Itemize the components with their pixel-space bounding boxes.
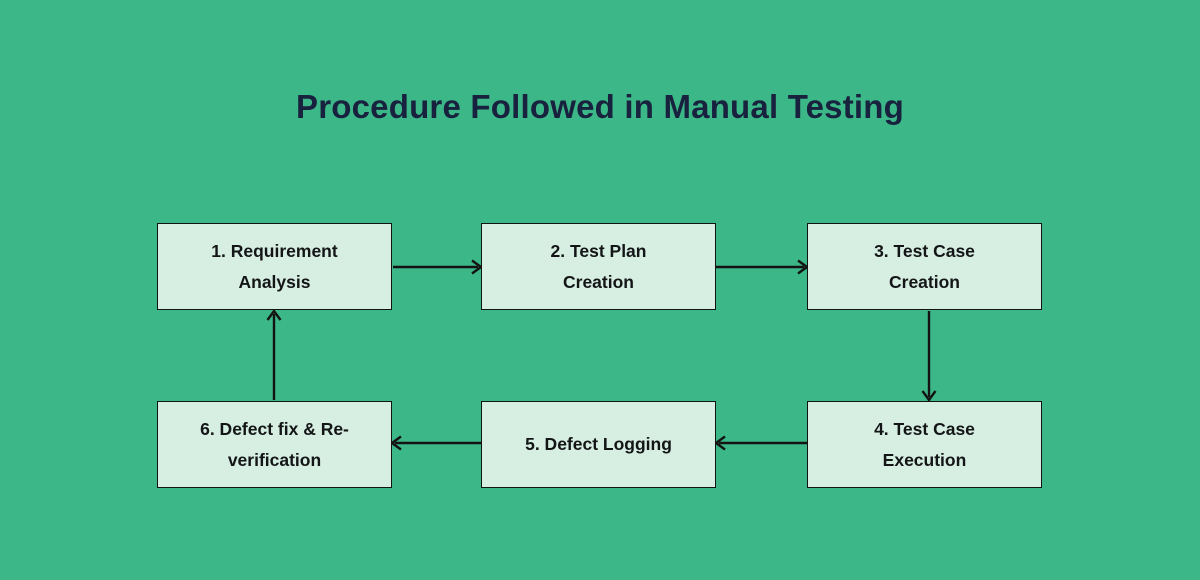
- step-label-line: Creation: [563, 271, 634, 292]
- step-box-test-case-execution: 4. Test Case Execution: [807, 401, 1042, 488]
- arrow-3-to-4: [921, 311, 937, 403]
- step-label-line: verification: [227, 449, 322, 470]
- step-label-line: 3. Test Case: [874, 240, 975, 261]
- step-label-line: 2. Test Plan: [550, 240, 647, 261]
- step-box-requirement-analysis: 1. Requirement Analysis: [157, 223, 392, 310]
- step-label-line: Creation: [889, 271, 960, 292]
- arrow-4-to-5: [713, 435, 807, 451]
- arrow-2-to-3: [716, 259, 810, 275]
- step-label-line: Analysis: [238, 271, 311, 292]
- step-label-line: 5. Defect Logging: [525, 434, 672, 454]
- arrow-6-to-1: [266, 308, 282, 400]
- arrow-1-to-2: [393, 259, 484, 275]
- step-box-defect-logging: 5. Defect Logging: [481, 401, 716, 488]
- arrow-5-to-6: [389, 435, 481, 451]
- step-label-line: 6. Defect fix & Re-: [200, 418, 349, 439]
- step-label-line: 4. Test Case: [874, 418, 975, 439]
- step-box-defect-fix-reverification: 6. Defect fix & Re- verification: [157, 401, 392, 488]
- step-label-line: 1. Requirement: [211, 240, 338, 261]
- step-box-test-plan-creation: 2. Test Plan Creation: [481, 223, 716, 310]
- step-box-test-case-creation: 3. Test Case Creation: [807, 223, 1042, 310]
- step-label-line: Execution: [882, 449, 967, 470]
- diagram-title: Procedure Followed in Manual Testing: [296, 88, 904, 125]
